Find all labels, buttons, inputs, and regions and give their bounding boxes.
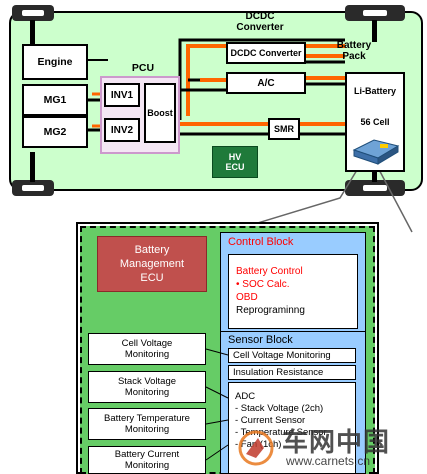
monitor-cell-voltage-line2: Monitoring <box>124 349 170 360</box>
control-block-inner: Battery Control • SOC Calc. OBD Reprogra… <box>228 254 358 329</box>
right-front-axle <box>372 20 377 42</box>
monitor-battery-temperature: Battery Temperature Monitoring <box>88 408 206 440</box>
wheel-front-right <box>345 5 405 21</box>
adc-temp: - Temperature Sensor <box>235 427 327 438</box>
monitor-stack-voltage: Stack Voltage Monitoring <box>88 371 206 403</box>
battery-pack-title: Battery Pack <box>334 40 374 62</box>
wheel-rear-right <box>345 180 405 196</box>
dcdc-title-line2: Converter <box>236 22 284 33</box>
dcdc-converter-label: DCDC Converter <box>230 48 302 58</box>
watermark-logo-icon <box>238 430 274 466</box>
boost-box: Boost <box>144 83 176 143</box>
right-rear-axle <box>372 170 377 182</box>
battery-pack-line1: Battery <box>336 40 372 51</box>
bms-ecu-line3: ECU <box>140 272 164 284</box>
dcdc-title-line1: DCDC <box>245 11 275 22</box>
adc-stack: - Stack Voltage (2ch) <box>235 403 324 414</box>
monitor-battery-current-line1: Battery Current <box>114 449 180 460</box>
reprogramming-text: Reprograminng <box>236 305 305 316</box>
battery-pack-line2: Pack <box>342 51 366 62</box>
mg2-label: MG2 <box>43 126 67 138</box>
engine-box: Engine <box>22 44 88 80</box>
ac-label: A/C <box>257 77 275 89</box>
monitor-stack-voltage-line2: Monitoring <box>124 387 170 398</box>
bms-ecu-box: Battery Management ECU <box>97 236 207 292</box>
sensor-cell-voltage: Cell Voltage Monitoring <box>228 348 356 363</box>
battery-module-icon <box>352 139 400 165</box>
inv2-label: INV2 <box>110 124 134 136</box>
dcdc-converter-box: DCDC Converter <box>226 42 306 64</box>
obd-text: OBD <box>236 292 258 303</box>
wheel-front-left <box>12 5 54 21</box>
smr-box: SMR <box>268 118 300 140</box>
wheel-rear-left <box>12 180 54 196</box>
inv1-label: INV1 <box>110 89 134 101</box>
soc-calc-text: • SOC Calc. <box>236 279 290 290</box>
bms-ecu-line2: Management <box>119 258 185 270</box>
dcdc-title: DCDC Converter <box>230 11 290 33</box>
sensor-insulation: Insulation Resistance <box>228 365 356 380</box>
monitor-battery-temperature-line1: Battery Temperature <box>104 413 190 424</box>
watermark-logo-text: 车网中国 <box>282 427 391 457</box>
boost-label: Boost <box>147 108 173 118</box>
hv-ecu-line1: HV <box>228 152 242 162</box>
front-axle <box>30 20 35 46</box>
adc-title: ADC <box>235 391 256 402</box>
rear-axle <box>30 152 35 182</box>
hv-ecu-box: HV ECU <box>212 146 258 178</box>
sensor-cell-voltage-label: Cell Voltage Monitoring <box>233 350 331 361</box>
mg1-label: MG1 <box>43 94 67 106</box>
monitor-battery-current: Battery Current Monitoring <box>88 446 206 474</box>
hv-ecu-line2: ECU <box>225 162 245 172</box>
mg1-box: MG1 <box>22 84 88 116</box>
pcu-title: PCU <box>131 62 155 74</box>
adc-current: - Current Sensor <box>235 415 306 426</box>
smr-label: SMR <box>274 124 294 134</box>
cells-label: 56 Cell <box>360 117 390 127</box>
sensor-block-title: Sensor Block <box>228 334 293 346</box>
bms-ecu-line1: Battery <box>134 244 170 256</box>
watermark: 车网中国 www.carnets.cn <box>230 420 425 474</box>
mg2-box: MG2 <box>22 116 88 148</box>
control-block-title: Control Block <box>228 236 294 248</box>
engine-label: Engine <box>37 56 73 68</box>
monitor-cell-voltage: Cell Voltage Monitoring <box>88 333 206 365</box>
monitor-battery-temperature-line2: Monitoring <box>124 424 170 435</box>
watermark-url: www.carnets.cn <box>286 454 371 468</box>
ac-box: A/C <box>226 72 306 94</box>
sensor-insulation-label: Insulation Resistance <box>233 367 324 378</box>
monitor-stack-voltage-line1: Stack Voltage <box>117 376 177 387</box>
inv1-box: INV1 <box>104 83 140 107</box>
inv2-box: INV2 <box>104 118 140 142</box>
monitor-battery-current-line2: Monitoring <box>124 460 170 471</box>
sensor-adc-box: ADC - Stack Voltage (2ch) - Current Sens… <box>228 382 356 474</box>
monitor-cell-voltage-line1: Cell Voltage <box>121 338 173 349</box>
battery-control-text: Battery Control <box>236 266 303 277</box>
li-battery-label: Li-Battery <box>353 86 396 96</box>
